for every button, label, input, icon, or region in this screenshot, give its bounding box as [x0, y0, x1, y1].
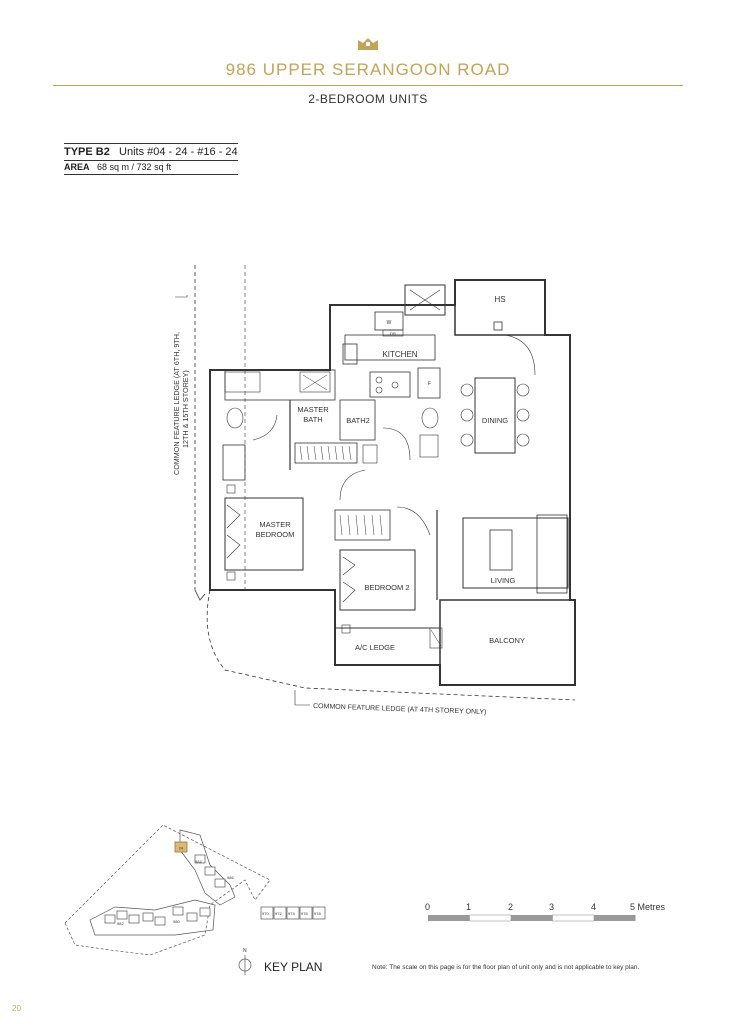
unit-numbers: Units #04 - 24 - #16 - 24: [119, 146, 238, 158]
key-block-8: 976: [301, 911, 308, 916]
bottom-ledge-text: COMMON FEATURE LEDGE (AT 4TH STOREY ONLY…: [313, 703, 487, 716]
key-highlight-unit: 24: [179, 846, 184, 851]
room-label-balcony: BALCONY: [489, 636, 525, 645]
north-arrow-icon: N: [238, 948, 252, 975]
crown-icon: [358, 38, 378, 50]
room-label-kitchen: KITCHEN: [382, 350, 417, 359]
left-ledge-text-1: COMMON FEATURE LEDGE (AT 6TH, 9TH,: [172, 332, 181, 475]
page-number: 20: [12, 1004, 21, 1013]
unit-type-line: TYPE B2 Units #04 - 24 - #16 - 24: [64, 143, 238, 161]
room-label-bedroom2: BEDROOM 2: [364, 583, 409, 592]
scale-note: Note: The scale on this page is for the …: [372, 964, 640, 971]
key-block-6: 972: [275, 911, 282, 916]
scale-tick-4: 4: [591, 902, 596, 912]
page-title: 986 UPPER SERANGOON ROAD: [225, 60, 511, 79]
key-block-2: 980: [173, 919, 180, 924]
key-plan: 24 982 980 984 986 970 972 974 976 978 N: [55, 805, 355, 985]
key-block-5: 970: [262, 911, 269, 916]
unit-info-box: TYPE B2 Units #04 - 24 - #16 - 24 AREA 6…: [64, 143, 238, 175]
scale-tick-0: 0: [425, 902, 430, 912]
scale-tick-3: 3: [549, 902, 554, 912]
key-block-1: 982: [117, 921, 124, 926]
room-label-master-bath-1: MASTER: [297, 405, 329, 414]
key-plan-label: KEY PLAN: [264, 960, 323, 974]
key-block-4: 986: [227, 875, 234, 880]
key-block-3: 984: [195, 859, 202, 864]
room-label-living: LIVING: [491, 576, 516, 585]
room-label-master-bath-2: BATH: [303, 415, 322, 424]
unit-type-label: TYPE B2: [64, 146, 110, 158]
room-label-hs: HS: [494, 295, 505, 304]
washer-label: W: [387, 320, 392, 326]
unit-area-line: AREA 68 sq m / 732 sq ft: [64, 161, 238, 175]
key-block-9: 978: [314, 911, 321, 916]
scale-tick-5: 5 Metres: [630, 902, 666, 912]
db-label: DB: [390, 331, 396, 336]
left-ledge-text-2: 12TH & 15TH STOREY): [181, 370, 190, 448]
title-divider: [53, 85, 683, 86]
north-label: N: [243, 948, 247, 954]
room-label-ac-ledge: A/C LEDGE: [355, 643, 395, 652]
area-label: AREA: [64, 162, 90, 172]
fridge-label: F: [428, 381, 431, 387]
scale-bar: 0 1 2 3 4 5 Metres: [420, 900, 680, 930]
page-subtitle: 2-BEDROOM UNITS: [308, 92, 428, 106]
floor-plan: HS W DB KITCHEN F DINING MASTER BATH BAT…: [165, 260, 595, 730]
area-value: 68 sq m / 732 sq ft: [97, 162, 172, 172]
room-label-dining: DINING: [482, 416, 508, 425]
scale-tick-1: 1: [466, 902, 471, 912]
scale-tick-2: 2: [508, 902, 513, 912]
room-label-master-bedroom-2: BEDROOM: [256, 530, 295, 539]
key-block-7: 974: [288, 911, 295, 916]
room-label-master-bedroom-1: MASTER: [259, 520, 291, 529]
room-label-bath2: BATH2: [346, 416, 370, 425]
